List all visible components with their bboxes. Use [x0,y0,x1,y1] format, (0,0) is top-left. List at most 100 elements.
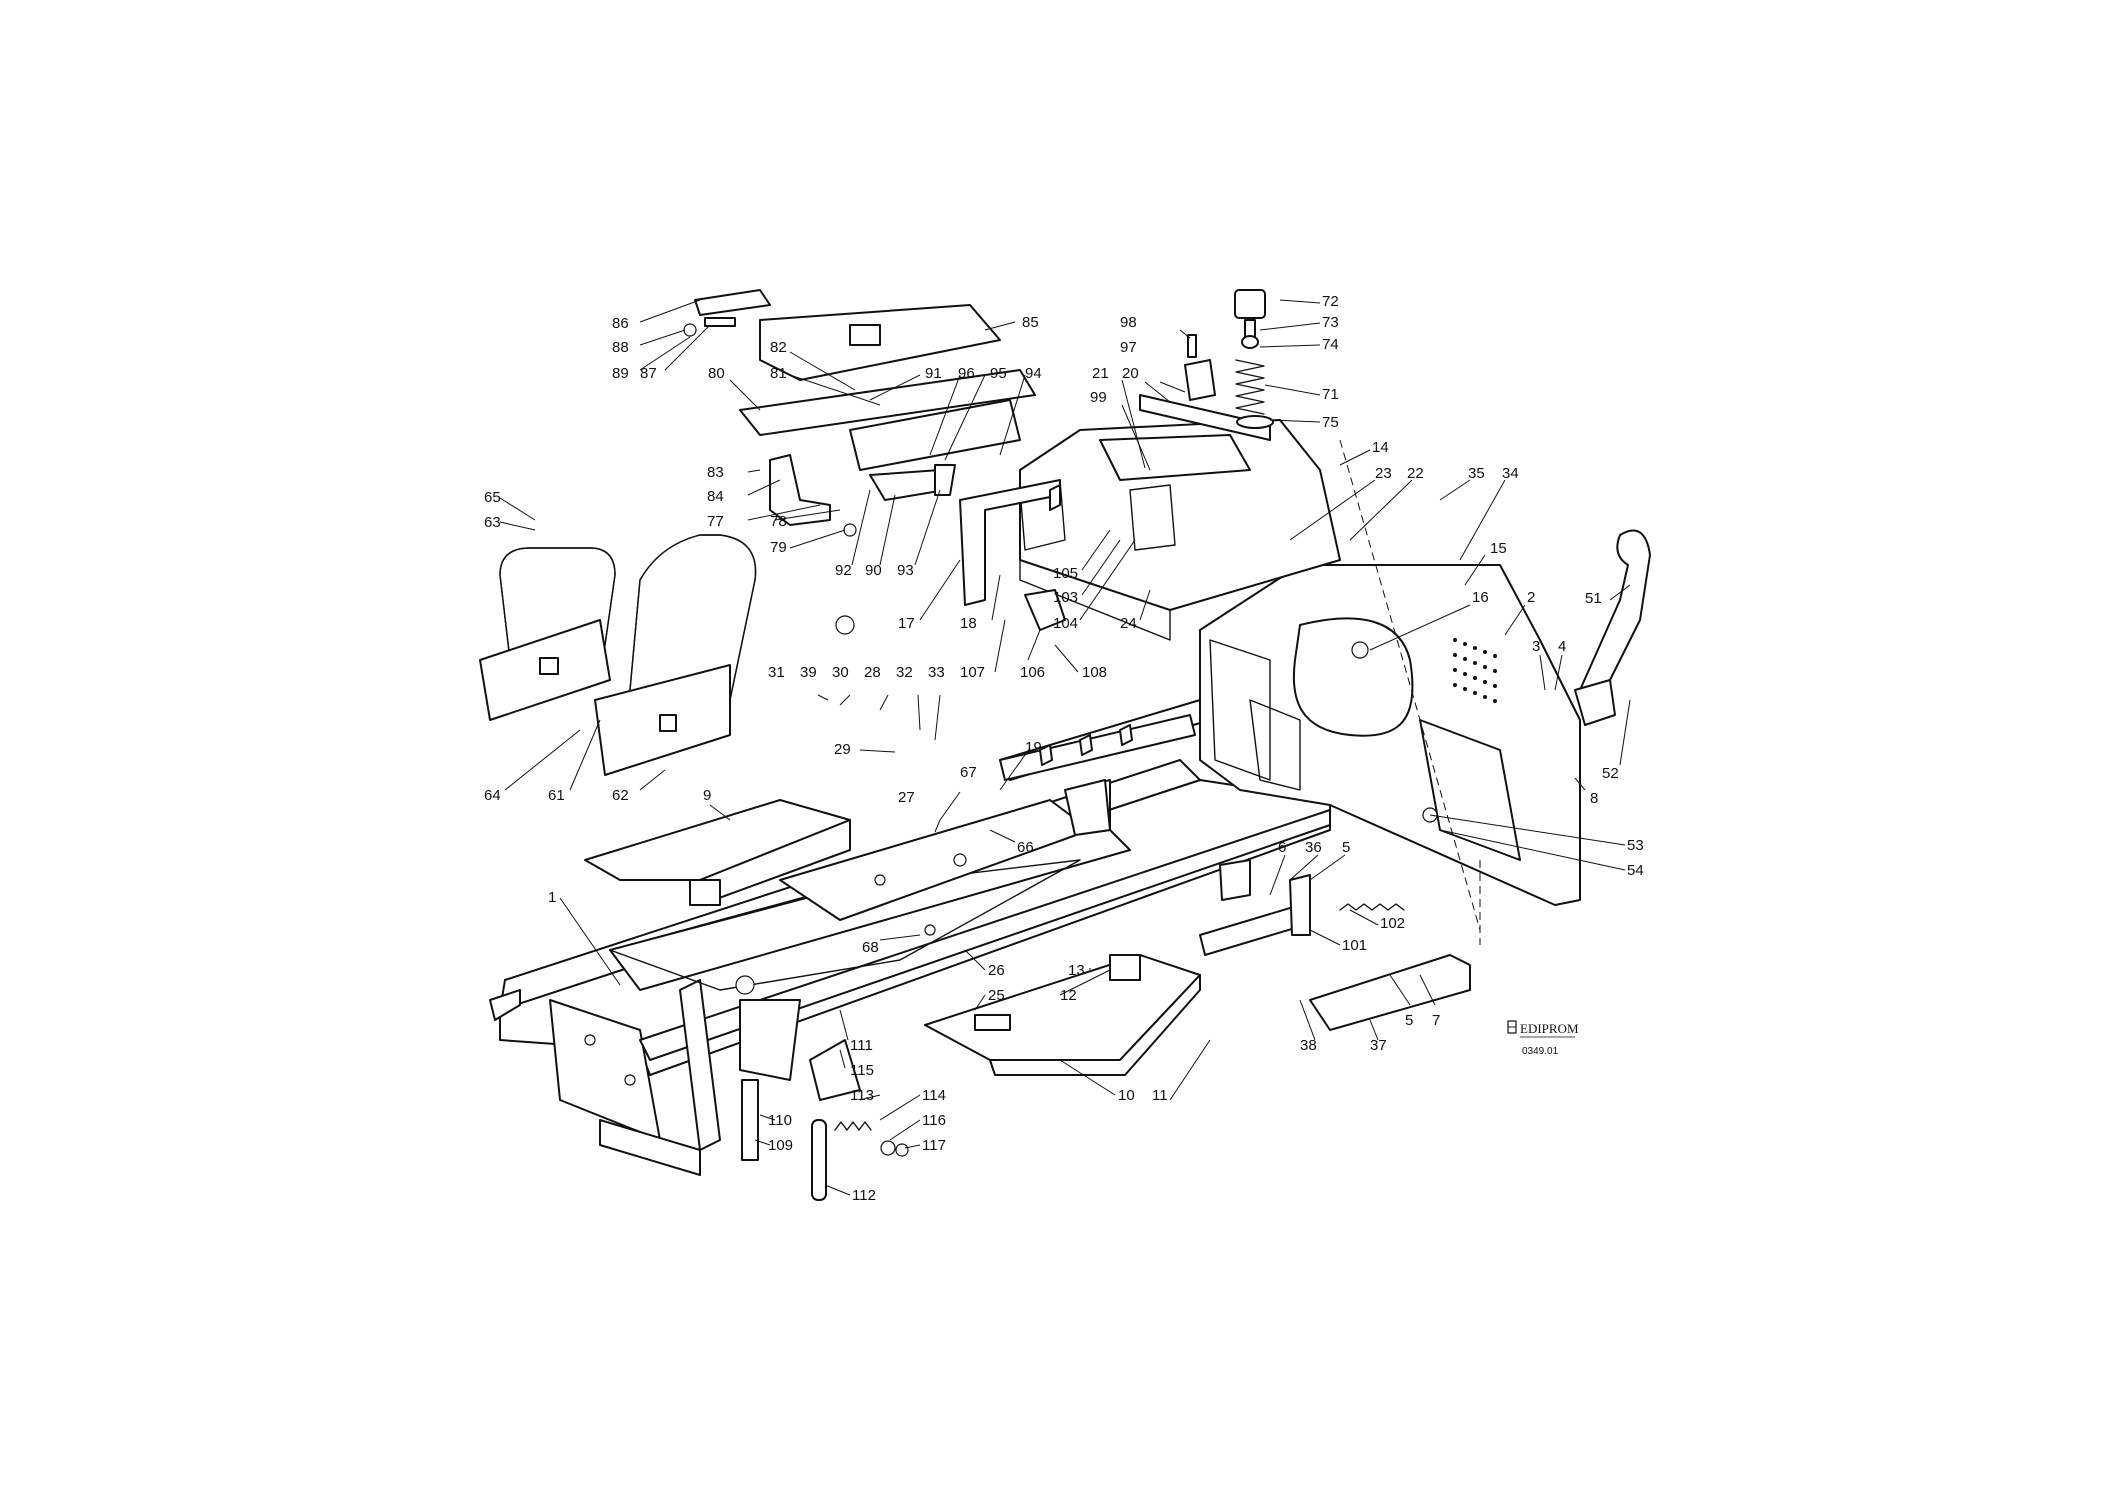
leader-lines [499,299,1631,1196]
callout-102: 102 [1380,915,1405,932]
callout-93: 93 [897,562,914,579]
callout-38: 38 [1300,1037,1317,1054]
callout-11: 11 [1152,1087,1168,1104]
callout-95: 95 [990,365,1007,382]
callout-108: 108 [1082,664,1107,681]
callout-113: 113 [850,1087,874,1104]
callout-36: 36 [1305,839,1322,856]
callout-8: 8 [1590,790,1598,807]
callout-73: 73 [1322,314,1339,331]
callout-92: 92 [835,562,852,579]
drawing-code: 0349.01 [1522,1046,1559,1057]
brand-name: EDIPROM [1520,1021,1579,1036]
callout-67: 67 [960,764,977,781]
callout-85: 85 [1022,314,1039,331]
callout-117: 117 [922,1137,946,1154]
callout-9: 9 [703,787,711,804]
callout-17: 17 [898,615,915,632]
callout-51: 51 [1585,590,1602,607]
seat-plate [739,304,1036,471]
callout-90: 90 [865,562,882,579]
callout-97: 97 [1120,339,1137,356]
callout-88: 88 [612,339,629,356]
callout-23: 23 [1375,465,1392,482]
callout-116: 116 [922,1112,946,1129]
ediprom-logo: EDIPROM 0349.01 [1507,1020,1579,1057]
reference-line [1339,439,1481,931]
dashboard-console [1019,419,1341,641]
callout-86: 86 [612,315,629,332]
callout-21: 21 [1092,365,1109,382]
callout-103: 103 [1053,589,1078,606]
callout-65: 65 [484,489,501,506]
callout-81: 81 [770,365,787,382]
callout-34: 34 [1502,465,1519,482]
callout-2: 2 [1527,589,1535,606]
callout-31: 31 [768,664,785,681]
roll-bar [479,534,757,776]
callout-1: 1 [548,889,556,906]
callout-19: 19 [1025,739,1042,756]
callout-10: 10 [1118,1087,1135,1104]
callout-3: 3 [1532,638,1540,655]
callout-96: 96 [958,365,975,382]
callout-63: 63 [484,514,501,531]
callout-24: 24 [1120,615,1137,632]
callout-79: 79 [770,539,787,556]
callout-5b: 5 [1405,1012,1413,1029]
callout-labels: 72 73 74 71 75 98 97 21 20 99 14 23 22 3… [484,293,1644,1204]
callout-32: 32 [896,664,913,681]
callout-106: 106 [1020,664,1045,681]
callout-112: 112 [852,1187,876,1204]
callout-98: 98 [1120,314,1137,331]
callout-64: 64 [484,787,501,804]
callout-28: 28 [864,664,881,681]
crossbar-bracket [999,714,1196,836]
spring-assembly [1234,289,1274,429]
callout-27: 27 [898,789,915,806]
callout-74: 74 [1322,336,1339,353]
callout-6: 6 [1278,839,1286,856]
callout-14: 14 [1372,439,1389,456]
chassis-frame [489,699,1331,1176]
callout-53: 53 [1627,837,1644,854]
callout-18: 18 [960,615,977,632]
small-brackets [769,454,956,635]
callout-94: 94 [1025,365,1042,382]
callout-109: 109 [768,1137,793,1154]
callout-110: 110 [768,1112,792,1129]
rh-brackets [1199,859,1471,1031]
callout-16: 16 [1472,589,1489,606]
callout-115: 115 [850,1062,874,1079]
callout-82: 82 [770,339,787,356]
right-footrest [924,954,1201,1076]
callout-87: 87 [640,365,657,382]
top-bar [1139,394,1271,441]
callout-12: 12 [1060,987,1077,1004]
callout-13: 13 [1068,962,1085,979]
callout-26: 26 [988,962,1005,979]
callout-111: 111 [850,1037,873,1054]
callout-30: 30 [832,664,849,681]
callout-22: 22 [1407,465,1424,482]
front-footrest [584,799,851,906]
callout-20: 20 [1122,365,1139,382]
callout-105: 105 [1053,565,1078,582]
callout-54: 54 [1627,862,1644,879]
callout-75: 75 [1322,414,1339,431]
callout-91: 91 [925,365,942,382]
callout-68: 68 [862,939,879,956]
callout-78: 78 [770,513,787,530]
callout-80: 80 [708,365,725,382]
callout-39: 39 [800,664,817,681]
callout-33: 33 [928,664,945,681]
callout-72: 72 [1322,293,1339,310]
callout-15: 15 [1490,540,1507,557]
bracket-97 [1184,334,1216,401]
callout-71: 71 [1322,386,1339,403]
callout-83: 83 [707,464,724,481]
callout-84: 84 [707,488,724,505]
hinge-parts [683,289,771,337]
callout-107: 107 [960,664,985,681]
